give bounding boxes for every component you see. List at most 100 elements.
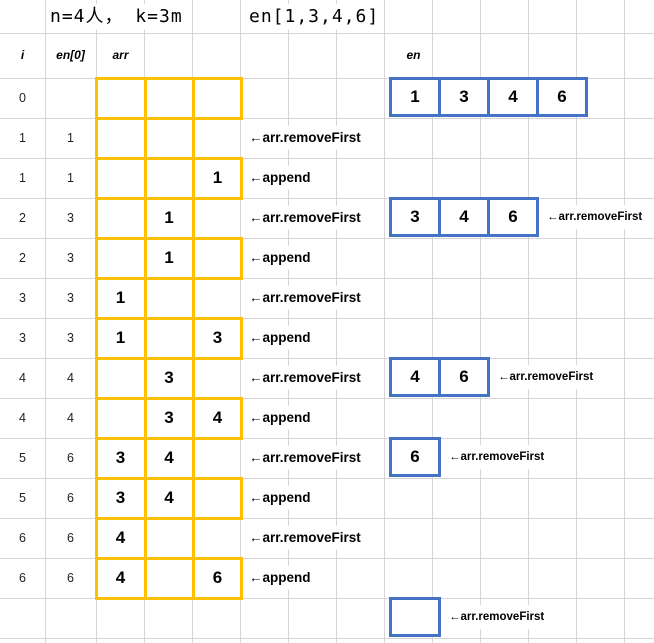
en-operation-label: ←arr.removeFirst: [447, 445, 547, 469]
arr-cell-0: [96, 198, 145, 238]
trace-row: 5 6 3 4 ←append: [0, 478, 654, 518]
arr-grid-line: [95, 557, 243, 560]
en0-value: 1: [67, 131, 74, 145]
arr-cell-2: [193, 78, 242, 118]
trace-row: 1 1 1 ←append: [0, 158, 654, 198]
operation-label: ←arr.removeFirst: [247, 286, 363, 310]
arr-cell-1: 4: [164, 488, 174, 507]
trace-row: 2 3 1 ←append: [0, 238, 654, 278]
arr-grid-right-border: [240, 77, 243, 120]
arr-cell-0: 4: [115, 568, 126, 587]
arr-cell-1: [145, 558, 193, 598]
arr-cell-2: [193, 198, 242, 238]
arr-cell-2: 6: [212, 568, 223, 587]
arr-grid-line: [95, 597, 243, 600]
operation-label: ←append: [247, 326, 313, 350]
header-i: i: [20, 48, 25, 62]
arr-grid-line: [95, 397, 243, 400]
en-operation-label: ←arr.removeFirst: [447, 605, 547, 629]
operation-label: ←arr.removeFirst: [247, 206, 363, 230]
arr-cell-1: 4: [164, 448, 174, 467]
arr-cell-2: [193, 238, 242, 278]
arr-cell-0: [96, 78, 145, 118]
arr-grid-line: [192, 77, 195, 600]
arr-cell-2: [193, 478, 242, 518]
arr-cell-2: [193, 438, 242, 478]
i-value: 3: [19, 291, 26, 305]
en0-value: [45, 78, 96, 118]
en-operation-label: ←arr.removeFirst: [496, 365, 596, 389]
arr-grid-line: [95, 157, 243, 160]
arr-cell-1: [145, 78, 193, 118]
arr-grid-right-border: [240, 477, 243, 520]
operation-label: ←arr.removeFirst: [247, 446, 363, 470]
arr-cell-0: 1: [115, 328, 126, 347]
arr-cell-1: 3: [164, 408, 174, 427]
arr-cell-2: [193, 118, 242, 158]
operation-label: ←arr.removeFirst: [247, 366, 363, 390]
en-cell: 3: [410, 207, 420, 226]
arr-cell-0: 4: [115, 528, 126, 547]
arr-grid-line: [95, 517, 243, 520]
arr-cell-0: [96, 158, 145, 198]
arr-grid-right-border: [240, 317, 243, 360]
en-cell: 6: [536, 80, 585, 114]
i-value: 3: [19, 331, 26, 345]
en-cell: 6: [410, 447, 420, 466]
arr-cell-1: 3: [164, 368, 174, 387]
arr-grid-line: [95, 277, 243, 280]
arr-grid-line: [95, 357, 243, 360]
arr-cell-0: [96, 118, 145, 158]
en0-value: 3: [67, 211, 74, 225]
operation-label: ←append: [247, 566, 313, 590]
operation-label: ←append: [247, 166, 313, 190]
operation-label: ←append: [247, 246, 313, 270]
i-value: 4: [19, 371, 26, 385]
arr-cell-1: [145, 518, 193, 558]
trace-row: 6 6 4 ←arr.removeFirst: [0, 518, 654, 558]
trace-row: 1 1 ←arr.removeFirst: [0, 118, 654, 158]
en-cell: 3: [438, 80, 487, 114]
operation-label: ←append: [247, 406, 313, 430]
arr-grid-line: [144, 77, 147, 600]
arr-cell-0: [96, 238, 145, 278]
en-cell: 1: [410, 87, 420, 106]
en0-value: 3: [67, 251, 74, 265]
arr-grid-right-border: [240, 237, 243, 280]
en-array-box: 3 4 6: [389, 197, 539, 237]
arr-cell-2: [193, 518, 242, 558]
operation-label: ←arr.removeFirst: [247, 126, 363, 150]
header-arr: arr: [112, 48, 129, 62]
en0-value: 6: [67, 491, 74, 505]
en-operation-label: ←arr.removeFirst: [545, 205, 645, 229]
header-en: en: [406, 48, 421, 62]
arr-grid-line: [95, 197, 243, 200]
arr-grid-right-border: [240, 557, 243, 600]
trace-row: 0: [0, 78, 654, 118]
arr-cell-1: [145, 318, 193, 358]
operation-label: ←arr.removeFirst: [247, 526, 363, 550]
arr-cell-0: 1: [115, 288, 126, 307]
title-en-array: en[1,3,4,6]: [247, 4, 382, 30]
i-value: 6: [19, 571, 26, 585]
arr-cell-2: 4: [212, 408, 223, 427]
arr-grid-line: [95, 477, 243, 480]
en-array-box: 1 3 4 6: [389, 77, 588, 117]
en0-value: 6: [67, 531, 74, 545]
en0-value: 6: [67, 571, 74, 585]
arr-cell-1: 1: [164, 248, 174, 267]
trace-row: 3 3 1 ←arr.removeFirst: [0, 278, 654, 318]
arr-cell-1: [145, 278, 193, 318]
en-cell: [392, 600, 438, 634]
en0-value: 3: [67, 331, 74, 345]
i-value: 1: [19, 171, 26, 185]
arr-grid-line: [95, 437, 243, 440]
trace-row: 5 6 3 4 ←arr.removeFirst: [0, 438, 654, 478]
arr-cell-0: 3: [115, 448, 126, 467]
trace-row: 6 6 4 6 ←append: [0, 558, 654, 598]
trace-row: 2 3 1 ←arr.removeFirst: [0, 198, 654, 238]
en-array-box: 6: [389, 437, 441, 477]
trace-row: 3 3 1 3 ←append: [0, 318, 654, 358]
en-cell: 4: [410, 367, 420, 386]
